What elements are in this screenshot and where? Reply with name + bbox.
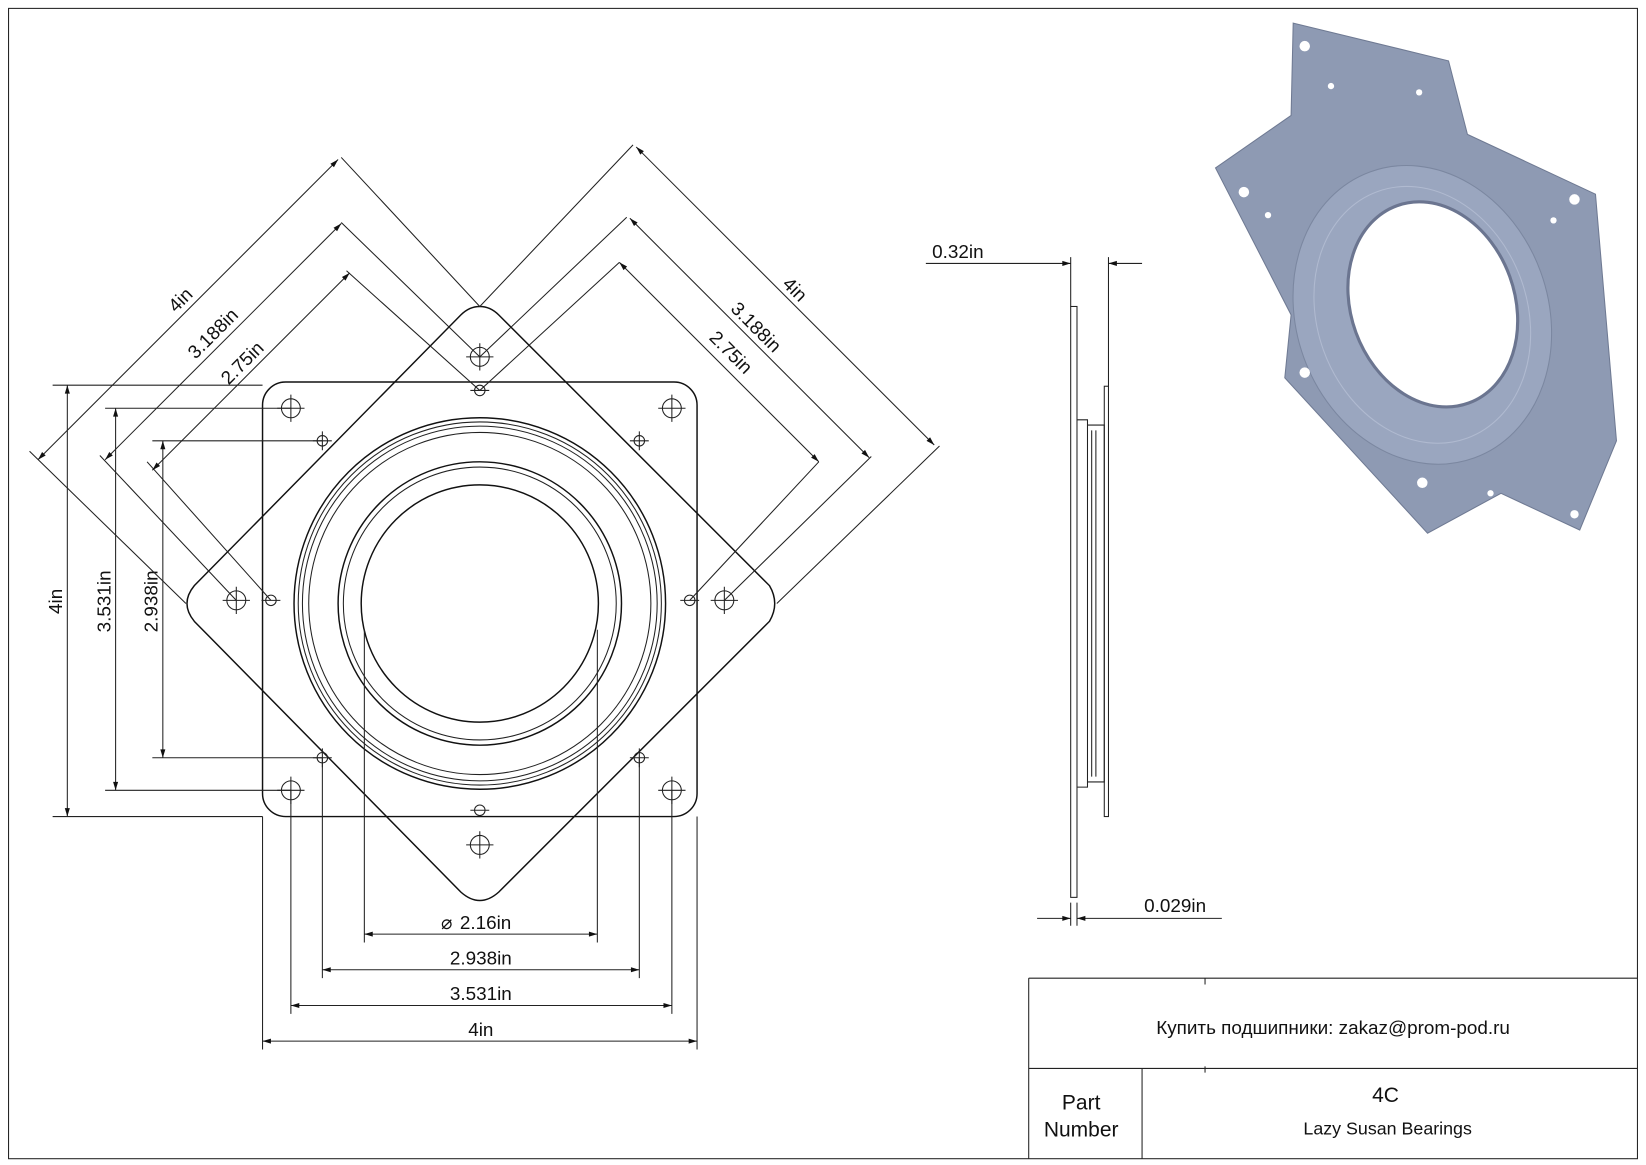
dim-height: 4in: [46, 589, 67, 614]
dim-side-height: 0.32in: [932, 242, 983, 263]
left-dimensions: 4in 3.531in 2.938in: [46, 384, 323, 818]
dim-diag-left-outer: 3.188in: [184, 305, 243, 364]
part-description: Lazy Susan Bearings: [1303, 1119, 1472, 1139]
part-number: 4C: [1372, 1084, 1399, 1107]
square-plate: [261, 381, 698, 818]
diamond-plate: [186, 305, 776, 902]
side-view: 0.32in 0.029in: [925, 242, 1222, 926]
dim-outer-holes: 3.531in: [450, 984, 512, 1005]
dim-inner-holes: 2.938in: [450, 949, 512, 970]
dim-bore-symbol: ⌀: [441, 913, 452, 934]
dim-side-thickness: 0.029in: [1144, 896, 1206, 917]
dim-left-inner: 2.938in: [142, 570, 163, 632]
front-view: [186, 305, 776, 902]
dim-bore: 2.16in: [460, 913, 511, 934]
isometric-view: [1214, 22, 1617, 534]
bearing-rings: [293, 416, 667, 790]
bottom-dimensions: ⌀ 2.16in 2.938in 3.531in 4in: [262, 629, 698, 1050]
dim-left-outer: 3.531in: [94, 570, 115, 632]
dim-diag-right-width: 4in: [778, 274, 811, 307]
dim-width: 4in: [468, 1020, 493, 1041]
sheet-border: [8, 7, 1638, 1160]
dim-diag-left-width: 4in: [165, 284, 198, 317]
dim-diag-left-inner: 2.75in: [217, 338, 268, 389]
contact-text: Купить подшипники: zakaz@prom-pod.ru: [1156, 1018, 1510, 1039]
title-block: Купить подшипники: zakaz@prom-pod.ru Par…: [1028, 977, 1638, 1159]
part-number-label-2: Number: [1044, 1119, 1119, 1142]
diagonal-dimensions: 4in 3.188in 2.75in 4in 3.188in 2.75in: [29, 144, 940, 604]
part-number-label-1: Part: [1062, 1091, 1101, 1114]
